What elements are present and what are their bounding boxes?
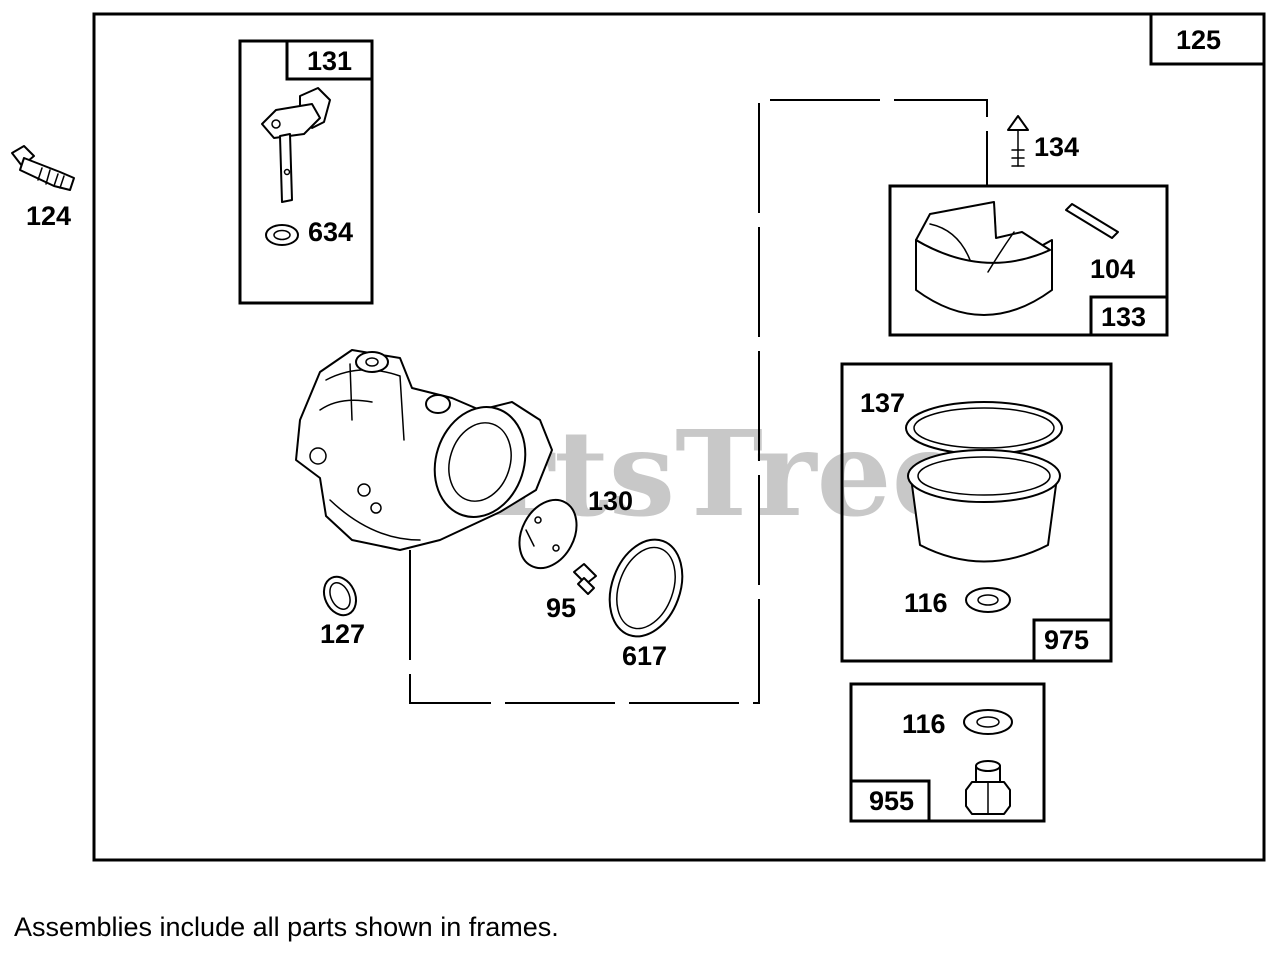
part-label-617[interactable]: 617 bbox=[622, 641, 667, 671]
part-label-131[interactable]: 131 bbox=[307, 46, 352, 76]
seal-part-127[interactable] bbox=[318, 572, 362, 621]
frame-955 bbox=[849, 682, 1046, 823]
part-label-124[interactable]: 124 bbox=[26, 201, 71, 231]
choke-shaft-part-131[interactable] bbox=[261, 87, 331, 203]
label-box-975 bbox=[1032, 618, 1113, 663]
o-ring-part-137[interactable] bbox=[905, 401, 1063, 455]
label-box-131 bbox=[285, 39, 374, 81]
part-label-134[interactable]: 134 bbox=[1034, 132, 1079, 162]
part-label-955[interactable]: 955 bbox=[869, 786, 914, 816]
part-label-95[interactable]: 95 bbox=[546, 593, 576, 623]
part-label-116-bowl[interactable]: 116 bbox=[904, 588, 948, 618]
frame-133 bbox=[888, 184, 1169, 337]
seal-part-634[interactable] bbox=[265, 224, 299, 246]
carburetor-body-part-125[interactable] bbox=[295, 349, 553, 551]
part-label-130[interactable]: 130 bbox=[588, 486, 633, 516]
part-label-133[interactable]: 133 bbox=[1101, 302, 1146, 332]
part-label-137[interactable]: 137 bbox=[860, 388, 905, 418]
footnote: Assemblies include all parts shown in fr… bbox=[14, 912, 559, 942]
fitting-part-124[interactable] bbox=[11, 145, 75, 191]
part-label-104[interactable]: 104 bbox=[1090, 254, 1135, 284]
needle-part-134[interactable] bbox=[1007, 115, 1029, 167]
outer-frame bbox=[92, 12, 1266, 862]
washer-part-116-plug[interactable] bbox=[963, 709, 1013, 735]
part-label-125[interactable]: 125 bbox=[1176, 25, 1221, 55]
part-label-975[interactable]: 975 bbox=[1044, 625, 1089, 655]
part-label-116-plug[interactable]: 116 bbox=[902, 709, 946, 739]
throttle-plate-part-130[interactable] bbox=[508, 490, 588, 578]
pin-part-104[interactable] bbox=[1065, 203, 1119, 239]
float-part-133[interactable] bbox=[915, 201, 1053, 316]
label-box-955 bbox=[849, 779, 931, 823]
leader-line bbox=[409, 99, 988, 704]
bowl-part-975[interactable] bbox=[907, 449, 1061, 563]
gasket-part-617[interactable] bbox=[597, 529, 695, 646]
frame-975 bbox=[840, 362, 1113, 663]
part-label-127[interactable]: 127 bbox=[320, 619, 365, 649]
part-label-634[interactable]: 634 bbox=[308, 217, 353, 247]
screw-part-95[interactable] bbox=[573, 563, 597, 595]
plug-part-955[interactable] bbox=[965, 760, 1011, 815]
label-box-133 bbox=[1089, 295, 1169, 337]
washer-part-116-bowl[interactable] bbox=[965, 587, 1011, 613]
label-box-125 bbox=[1149, 12, 1266, 66]
